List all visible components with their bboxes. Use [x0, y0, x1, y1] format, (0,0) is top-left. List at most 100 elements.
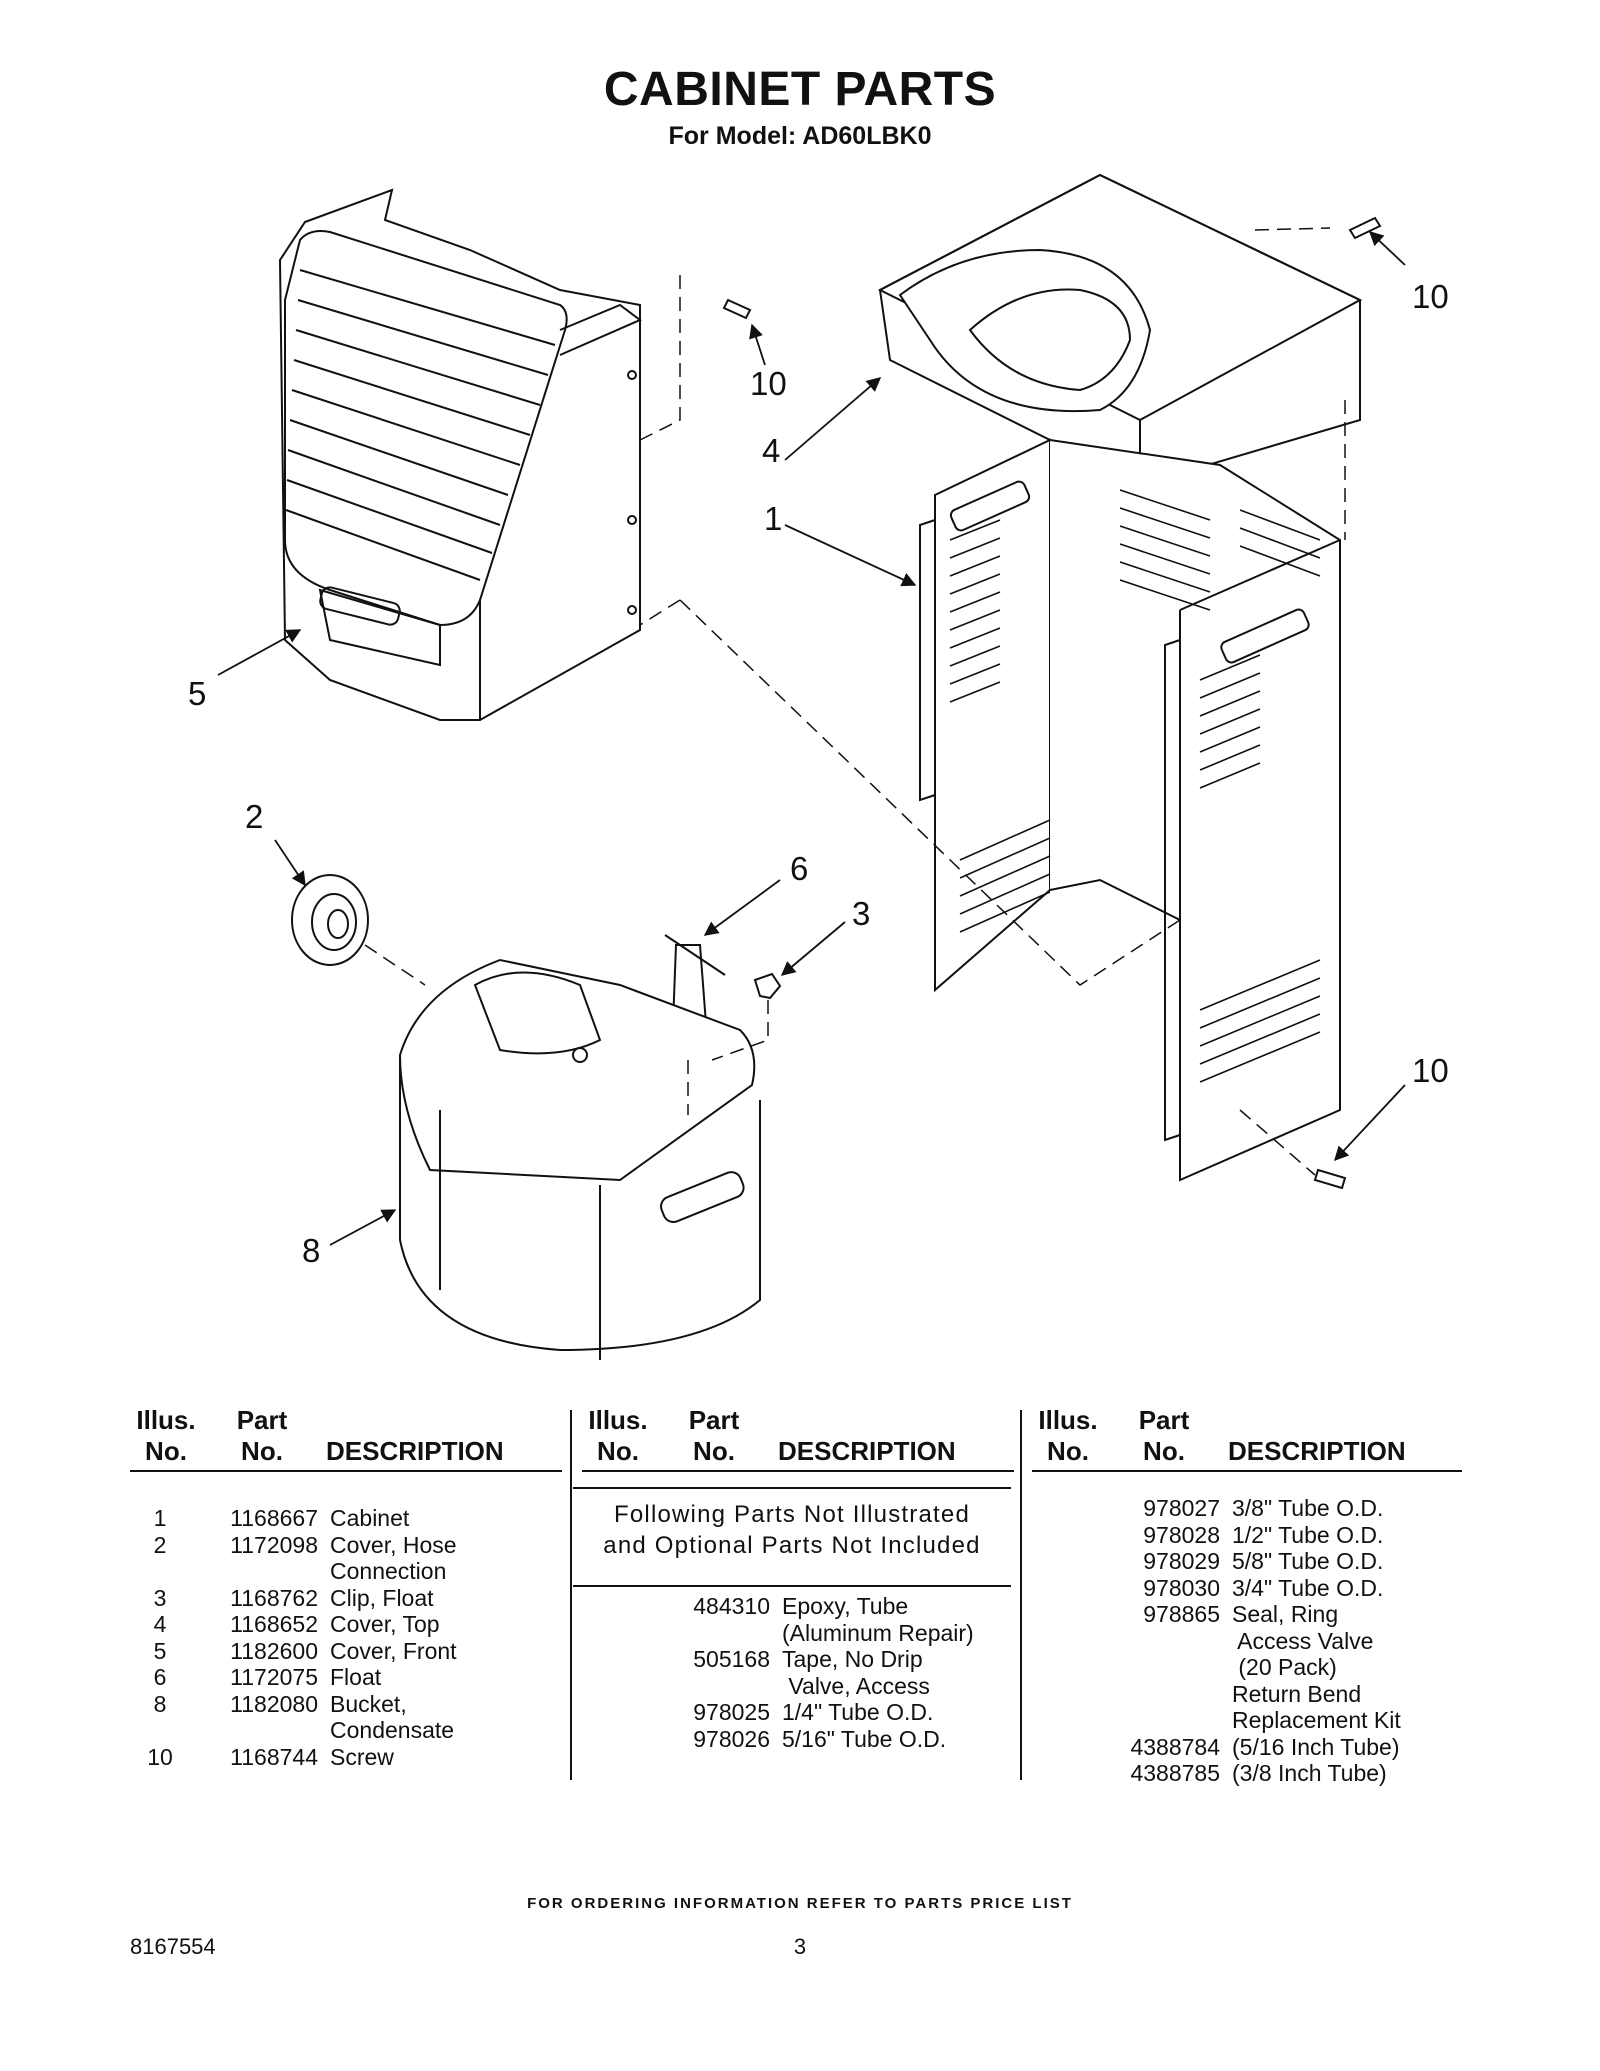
illus-no-cell — [582, 1726, 642, 1753]
part-no-cell — [190, 1717, 330, 1744]
header-part-no: No. — [1143, 1436, 1185, 1466]
description-cell: 5/8" Tube O.D. — [1232, 1548, 1384, 1574]
description-cell: (20 Pack) — [1232, 1654, 1337, 1680]
description-cell: (3/8 Inch Tube) — [1232, 1760, 1387, 1786]
header-illus: Illus. — [588, 1405, 648, 1435]
table-row: 978026 5/16" Tube O.D. — [582, 1726, 974, 1753]
illus-no-cell — [582, 1673, 642, 1700]
description-cell: (5/16 Inch Tube) — [1232, 1733, 1400, 1760]
header-illus-no: No. — [597, 1436, 639, 1466]
column-divider — [570, 1410, 572, 1780]
not-illustrated-line2: and Optional Parts Not Included — [603, 1532, 981, 1559]
table-row: Condensate — [130, 1717, 457, 1744]
illus-no-cell — [1032, 1734, 1092, 1761]
description-cell: Replacement Kit — [1232, 1707, 1401, 1733]
header-rule — [582, 1470, 1014, 1472]
header-illus: Illus. — [136, 1405, 196, 1435]
table-row: (20 Pack) — [1032, 1654, 1401, 1681]
screw-top-center — [722, 298, 752, 320]
description-cell: Condensate — [330, 1717, 455, 1743]
part-no-cell: 978029 — [1143, 1548, 1220, 1574]
table-row: Replacement Kit — [1032, 1707, 1401, 1734]
part-no-cell: 1168744 — [230, 1743, 318, 1770]
description-cell: 3/4" Tube O.D. — [1232, 1574, 1384, 1601]
top-cover-part — [877, 173, 1363, 487]
table-row: 4388784 (5/16 Inch Tube) — [1032, 1734, 1401, 1761]
page-number: 3 — [793, 1934, 807, 1959]
table-row: (Aluminum Repair) — [582, 1620, 974, 1647]
part-no-cell — [1092, 1628, 1232, 1655]
part-no-cell: 4388784 — [1130, 1733, 1220, 1760]
description-cell: Float — [330, 1664, 382, 1690]
part-no-cell: 1182600 — [230, 1637, 318, 1664]
description-cell: Clip, Float — [330, 1584, 434, 1611]
illus-no-cell: 4 — [153, 1611, 167, 1637]
part-no-cell: 1172075 — [230, 1664, 318, 1690]
part-no-cell — [190, 1558, 330, 1585]
illus-no-cell — [130, 1558, 190, 1585]
illus-no-cell — [582, 1646, 642, 1673]
table-row: Access Valve — [1032, 1628, 1401, 1655]
header-illus-no: No. — [1047, 1436, 1089, 1466]
description-cell: 3/8" Tube O.D. — [1232, 1495, 1384, 1521]
callout-2: 2 — [245, 798, 263, 835]
description-cell: Access Valve — [1232, 1627, 1374, 1654]
header-description: DESCRIPTION — [1228, 1436, 1406, 1466]
table-row: 978029 5/8" Tube O.D. — [1032, 1548, 1401, 1575]
description-cell: 1/2" Tube O.D. — [1232, 1521, 1384, 1548]
header-rule — [1032, 1470, 1462, 1472]
part-no-cell: 1172098 — [230, 1531, 318, 1558]
part-no-cell: 4388785 — [1130, 1760, 1220, 1786]
part-no-cell: 484310 — [693, 1593, 770, 1619]
description-cell: Cover, Top — [330, 1611, 440, 1637]
illus-no-cell — [130, 1717, 190, 1744]
part-no-cell — [642, 1673, 782, 1700]
part-no-cell — [642, 1620, 782, 1647]
callout-4: 4 — [762, 432, 780, 469]
table-row: Valve, Access — [582, 1673, 974, 1700]
illus-no-cell — [1032, 1522, 1092, 1549]
illus-no-cell — [1032, 1495, 1092, 1522]
part-no-cell: 978025 — [693, 1699, 770, 1725]
description-cell: Valve, Access — [782, 1672, 930, 1699]
description-cell: Return Bend — [1232, 1680, 1362, 1707]
illus-no-cell: 6 — [153, 1664, 167, 1690]
hose-cover-part — [291, 874, 369, 966]
part-no-cell: 978026 — [693, 1725, 770, 1752]
ordering-note: FOR ORDERING INFORMATION REFER TO PARTS … — [527, 1895, 1073, 1912]
part-no-cell: 978030 — [1143, 1574, 1220, 1601]
screw-bottom-right — [1313, 1168, 1347, 1190]
not-illustrated-note: Following Parts Not Illustrated and Opti… — [573, 1487, 1011, 1587]
illus-no-cell — [1032, 1707, 1092, 1734]
header-part: Part — [1138, 1405, 1190, 1435]
illus-no-cell — [582, 1699, 642, 1726]
exploded-parts-diagram: 10 10 4 1 5 2 6 3 10 8 — [188, 173, 1449, 1360]
description-cell: 5/16" Tube O.D. — [782, 1725, 947, 1752]
callout-10-bottom: 10 — [1412, 1052, 1449, 1089]
header-illus: Illus. — [1038, 1405, 1098, 1435]
illus-no-cell — [1032, 1601, 1092, 1628]
callout-10-right: 10 — [1412, 278, 1449, 315]
illus-no-cell: 1 — [153, 1505, 167, 1531]
illus-no-cell: 10 — [147, 1743, 173, 1770]
part-no-cell: 1168762 — [230, 1584, 318, 1611]
description-cell: Cabinet — [330, 1505, 410, 1531]
screw-top-right — [1348, 216, 1382, 240]
description-cell: Cover, Front — [330, 1637, 457, 1664]
callout-10-top: 10 — [750, 365, 787, 402]
illus-no-cell: 8 — [153, 1690, 167, 1717]
illus-no-cell — [1032, 1548, 1092, 1575]
header-part: Part — [688, 1405, 740, 1435]
part-no-cell: 505168 — [693, 1646, 770, 1672]
part-no-cell: 978865 — [1143, 1601, 1220, 1627]
